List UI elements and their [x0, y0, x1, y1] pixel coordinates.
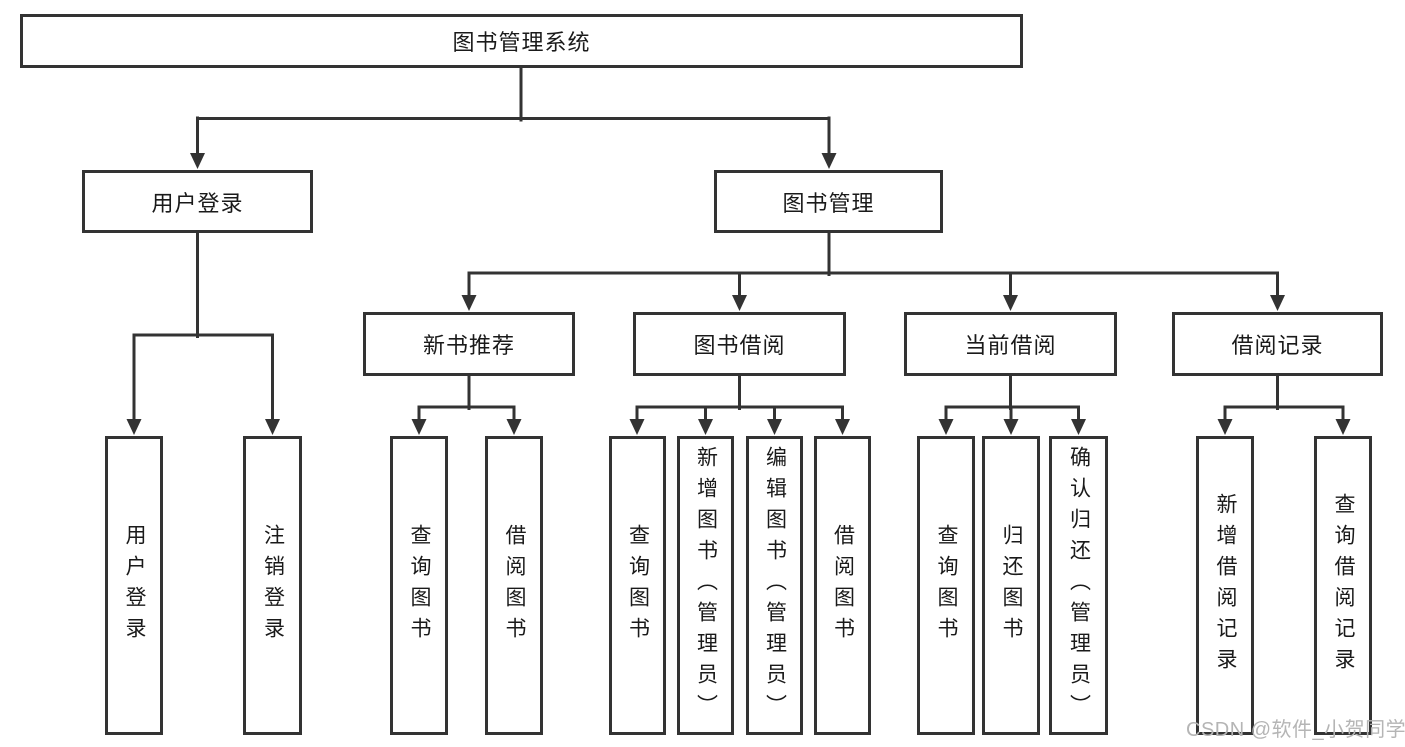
leaf-nbr-borrow-books: 借阅图书 — [485, 436, 543, 735]
leaf-nbr-query-books: 查询图书 — [390, 436, 448, 735]
node-new-book-recommendation: 新书推荐 — [363, 312, 575, 376]
node-root: 图书管理系统 — [20, 14, 1023, 68]
leaf-bb-borrow-books: 借阅图书 — [814, 436, 871, 735]
node-borrowing-records: 借阅记录 — [1172, 312, 1383, 376]
node-book-management: 图书管理 — [714, 170, 943, 233]
leaf-user-login: 用户登录 — [105, 436, 163, 735]
node-user-login: 用户登录 — [82, 170, 313, 233]
leaf-bb-edit-book-admin: 编辑图书（管理员） — [746, 436, 803, 735]
node-book-borrowing: 图书借阅 — [633, 312, 846, 376]
leaf-cb-return-books: 归还图书 — [982, 436, 1040, 735]
node-current-borrowing: 当前借阅 — [904, 312, 1117, 376]
watermark: CSDN @软件_小贺同学 — [1186, 719, 1405, 741]
leaf-br-add-borrow-record: 新增借阅记录 — [1196, 436, 1254, 735]
leaf-cb-confirm-return-admin: 确认归还（管理员） — [1049, 436, 1108, 735]
leaf-logout: 注销登录 — [243, 436, 302, 735]
leaf-br-query-borrow-record: 查询借阅记录 — [1314, 436, 1372, 735]
leaf-bb-query-books: 查询图书 — [609, 436, 666, 735]
leaf-bb-add-book-admin: 新增图书（管理员） — [677, 436, 734, 735]
leaf-cb-query-books: 查询图书 — [917, 436, 975, 735]
